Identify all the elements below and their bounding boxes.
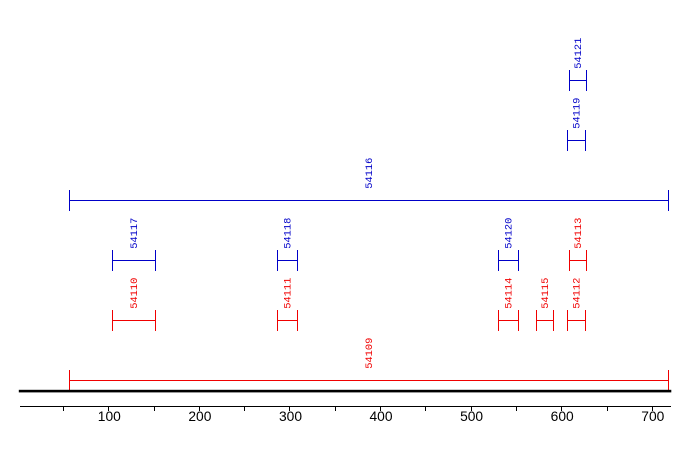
svg-text:54110: 54110: [129, 278, 141, 309]
svg-text:200: 200: [188, 409, 211, 424]
svg-text:54112: 54112: [571, 278, 583, 309]
svg-text:100: 100: [98, 409, 121, 424]
svg-text:500: 500: [460, 409, 483, 424]
svg-text:54121: 54121: [573, 38, 585, 69]
svg-text:54109: 54109: [364, 338, 376, 369]
svg-text:54115: 54115: [540, 278, 552, 309]
svg-text:54116: 54116: [364, 158, 376, 189]
svg-text:54120: 54120: [503, 218, 515, 249]
svg-text:600: 600: [551, 409, 574, 424]
svg-text:54119: 54119: [571, 98, 583, 129]
svg-text:54117: 54117: [129, 218, 141, 249]
svg-text:400: 400: [369, 409, 392, 424]
svg-text:54114: 54114: [503, 278, 515, 309]
svg-text:54111: 54111: [282, 278, 294, 309]
svg-text:54113: 54113: [573, 218, 585, 249]
svg-text:700: 700: [641, 409, 664, 424]
svg-text:300: 300: [279, 409, 302, 424]
svg-text:54118: 54118: [282, 218, 294, 249]
